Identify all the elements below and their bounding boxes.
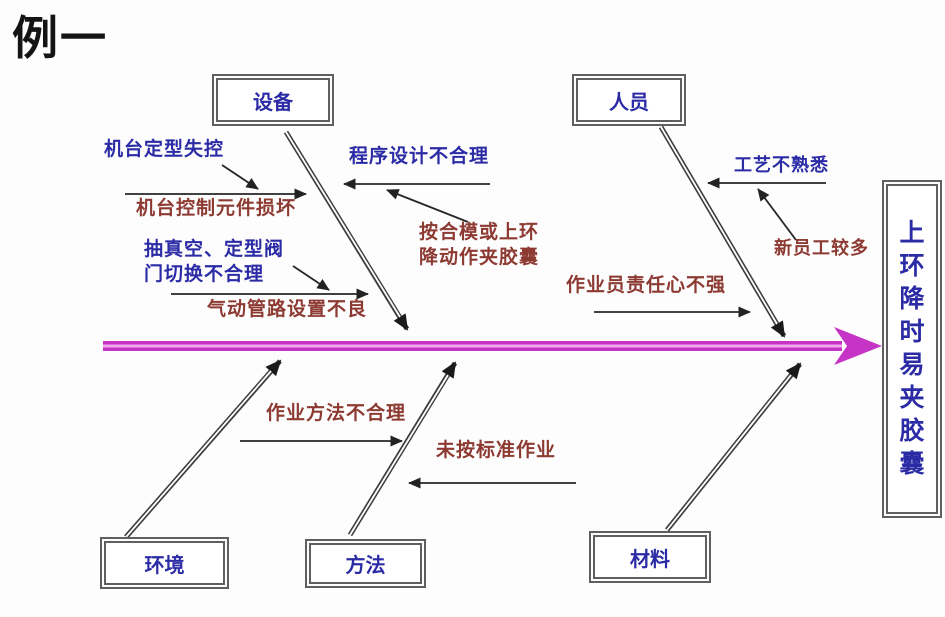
bone-equipment [283, 130, 410, 331]
page-title: 例一 [12, 12, 108, 64]
bone-material [665, 362, 802, 532]
spine-arrow [103, 327, 882, 365]
category-label-environment: 环境 [144, 554, 185, 577]
effect-box: 上环降时易夹胶囊 [882, 180, 942, 518]
cause-arrows [125, 164, 826, 489]
bone-personnel [658, 125, 787, 338]
cause-work-method-unreasonable: 作业方法不合理 [266, 403, 407, 424]
category-box-material: 材料 [589, 531, 711, 583]
category-label-equipment: 设备 [253, 91, 293, 114]
bone-environment [124, 359, 282, 539]
cause-not-following-standard-work: 未按标准作业 [436, 440, 557, 461]
category-box-equipment: 设备 [212, 74, 334, 126]
category-box-personnel: 人员 [572, 74, 686, 126]
cause-many-new-employees: 新员工较多 [774, 238, 869, 258]
category-box-environment: 环境 [100, 537, 229, 589]
category-label-material: 材料 [630, 548, 670, 571]
cause-mold-close-or-ring-clamps-bladder: 按合模或上环 降动作夹胶囊 [419, 222, 540, 268]
cause-machine-control-component-damaged: 机台控制元件损坏 [136, 198, 297, 219]
bone-method [347, 361, 458, 537]
category-box-method: 方法 [305, 539, 426, 588]
cause-pneumatic-piping-poor: 气动管路设置不良 [207, 299, 368, 320]
cause-machine-shaping-out-of-control: 机台定型失控 [104, 139, 225, 160]
category-label-method: 方法 [345, 555, 386, 577]
cause-vacuum-valve-switch-unreasonable: 抽真空、定型阀 门切换不合理 [144, 239, 285, 285]
effect-label: 上环降时易夹胶囊 [899, 219, 925, 478]
cause-program-design-unreasonable: 程序设计不合理 [349, 146, 490, 167]
cause-operator-responsibility-weak: 作业员责任心不强 [566, 275, 727, 296]
category-label-personnel: 人员 [609, 91, 649, 114]
cause-process-unfamiliar: 工艺不熟悉 [734, 155, 829, 175]
